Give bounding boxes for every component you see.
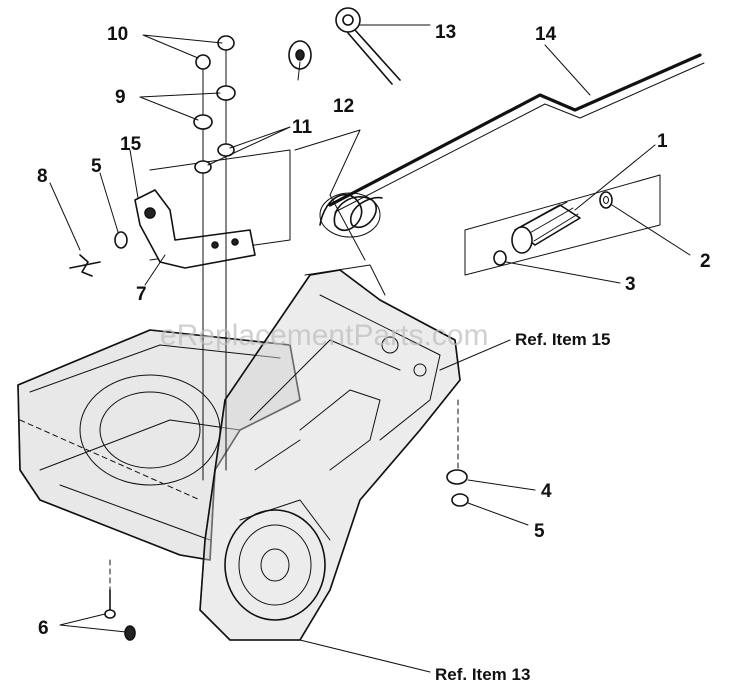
auger-housing [17,329,301,561]
watermark: eReplacementParts.com [160,319,488,352]
callout-5-upper: 5 [91,156,102,177]
washer-2 [599,191,613,209]
callout-9: 9 [115,87,126,108]
compression-spring [511,201,581,254]
gearbox-assembly [199,264,461,641]
washer-12 [288,40,312,70]
bracket [134,189,256,269]
callout-6: 6 [38,618,49,639]
callout-2: 2 [700,251,711,272]
callout-13: 13 [435,22,456,43]
callout-4: 4 [541,481,552,502]
washer-3 [493,250,507,266]
callout-14: 14 [535,24,557,45]
rod-spring [319,192,383,238]
callout-labels: 10 9 11 15 8 5 7 12 13 14 1 2 3 4 5 6 Re… [37,22,711,684]
callout-10: 10 [107,24,128,45]
callout-8: 8 [37,166,48,187]
nut-5-right [451,493,469,507]
callout-3: 3 [625,274,636,295]
bolts-6 [104,589,136,641]
callout-7: 7 [136,284,147,305]
callout-11: 11 [292,117,313,138]
clip-8 [69,254,101,277]
leader-lines [49,24,691,673]
control-rod [328,53,705,213]
callout-5-lower: 5 [534,521,545,542]
callout-1: 1 [657,131,668,152]
nut-4 [446,469,468,485]
callout-15: 15 [120,134,142,155]
ref-item-15: Ref. Item 15 [515,330,610,349]
callout-12: 12 [333,96,354,117]
eye-bolt-13 [335,7,401,85]
ref-item-13: Ref. Item 13 [435,665,530,684]
washer-5-left [114,231,128,249]
